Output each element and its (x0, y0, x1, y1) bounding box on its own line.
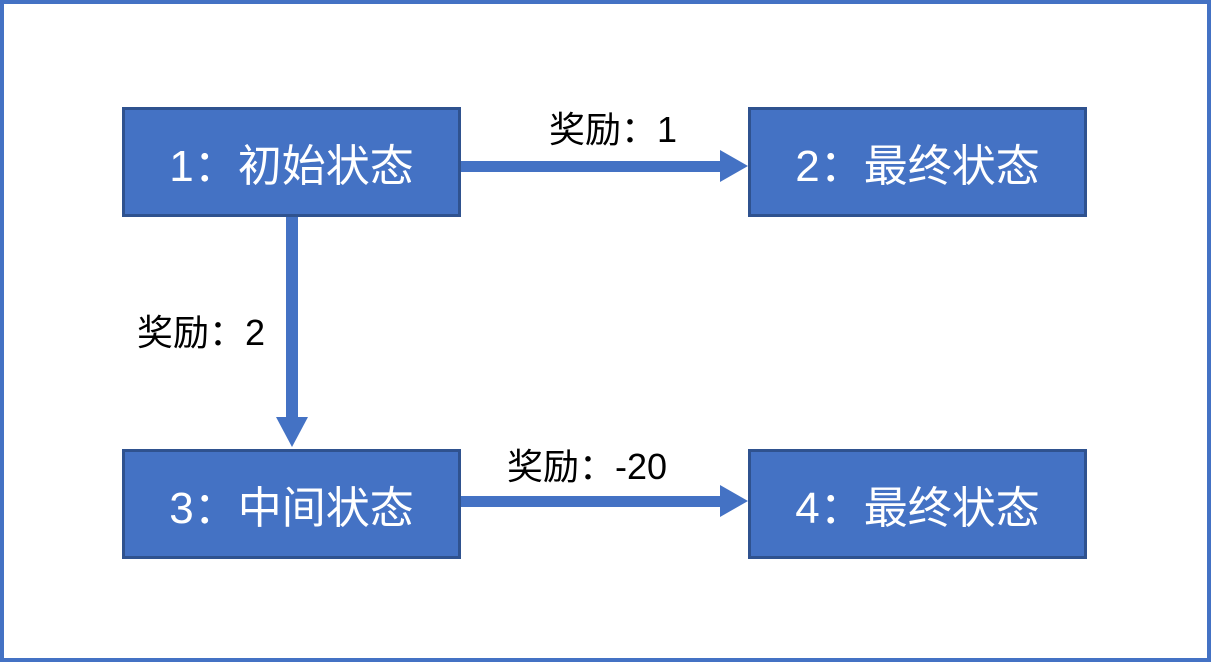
edge-label-reward-1-to-2: 奖励：1 (549, 109, 678, 150)
state-node-3-label: 3：中间状态 (169, 484, 414, 533)
state-node-2: 2：最终状态 (748, 107, 1087, 217)
state-node-4: 4：最终状态 (748, 449, 1087, 559)
edge-label-reward-3-to-4: 奖励：-20 (507, 446, 668, 487)
arrow-shaft-1-to-2 (461, 161, 721, 172)
state-node-4-label: 4：最终状态 (795, 484, 1040, 533)
state-node-2-label: 2：最终状态 (795, 142, 1040, 191)
arrow-head-icon-3-to-4 (720, 485, 748, 517)
arrow-head-icon-1-to-3 (276, 417, 308, 447)
state-node-3: 3：中间状态 (122, 449, 461, 559)
arrow-shaft-3-to-4 (461, 496, 721, 507)
state-node-1: 1：初始状态 (122, 107, 461, 217)
edge-label-reward-1-to-3: 奖励：2 (137, 312, 266, 353)
arrow-shaft-1-to-3 (286, 217, 298, 417)
state-node-1-label: 1：初始状态 (169, 142, 414, 191)
arrow-head-icon-1-to-2 (720, 150, 748, 182)
